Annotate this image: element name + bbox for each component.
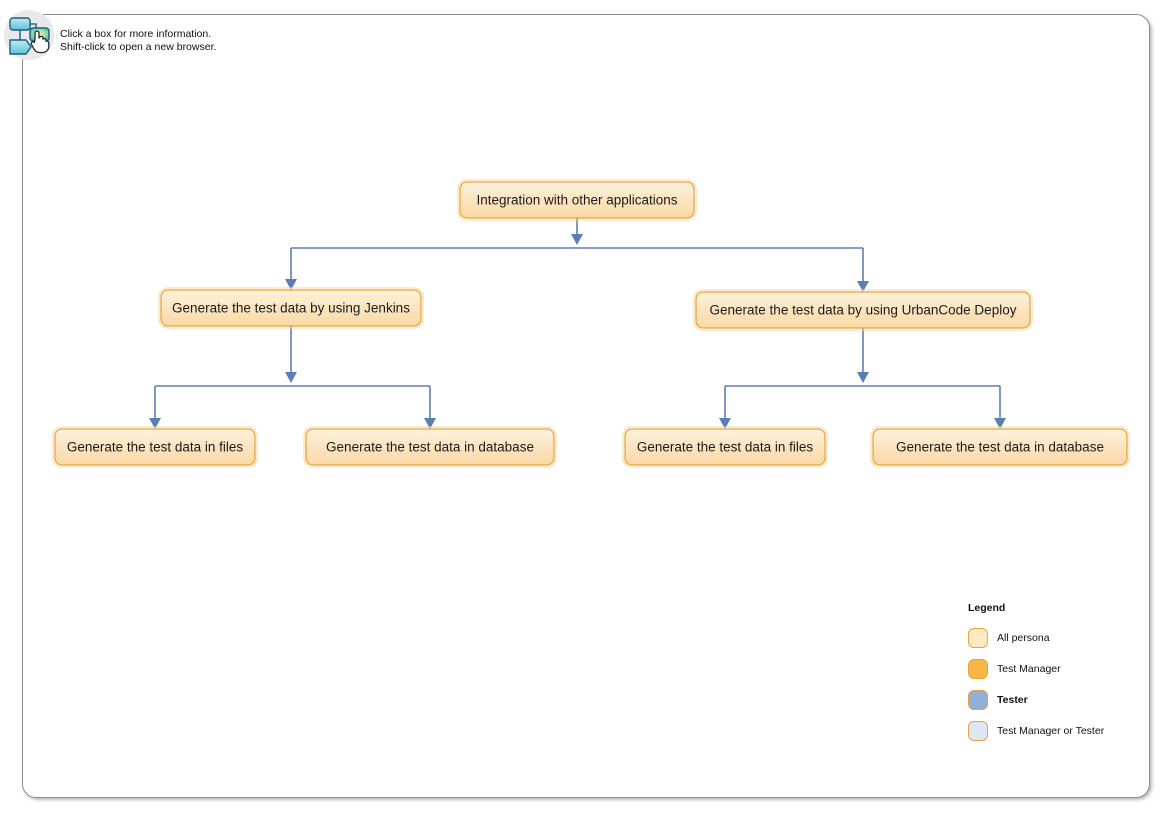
node-urbancode[interactable]: Generate the test data by using UrbanCod… — [693, 289, 1033, 331]
legend-item-tester: Tester — [968, 689, 1148, 711]
legend-item-test-manager: Test Manager — [968, 658, 1148, 680]
node-root[interactable]: Integration with other applications — [457, 179, 697, 221]
node-label: Generate the test data in files — [637, 440, 814, 455]
connector-group — [149, 218, 1006, 429]
hint-line-2: Shift-click to open a new browser. — [60, 41, 217, 53]
legend-item-all-persona: All persona — [968, 627, 1148, 649]
node-database-left[interactable]: Generate the test data in database — [303, 426, 557, 468]
node-files-right[interactable]: Generate the test data in files — [622, 426, 828, 468]
legend-swatch-tester — [968, 690, 988, 710]
hint-text: Click a box for more information. Shift-… — [60, 28, 216, 54]
legend-label: Test Manager or Tester — [997, 725, 1105, 737]
legend-title: Legend — [968, 602, 1006, 614]
edge-jenkins-to-children — [149, 326, 436, 429]
node-jenkins[interactable]: Generate the test data by using Jenkins — [158, 287, 424, 329]
node-label: Generate the test data by using Jenkins — [172, 301, 410, 316]
legend-label: Test Manager — [997, 663, 1061, 675]
node-label: Generate the test data in files — [67, 440, 244, 455]
diagram-canvas-frame — [22, 14, 1150, 798]
diagram-click-icon[interactable] — [4, 10, 56, 62]
legend-label: Tester — [997, 694, 1028, 706]
node-database-right[interactable]: Generate the test data in database — [870, 426, 1130, 468]
edge-root-to-level2 — [285, 218, 869, 292]
hint-bar: Click a box for more information. Shift-… — [0, 8, 260, 60]
node-files-left[interactable]: Generate the test data in files — [52, 426, 258, 468]
node-label: Generate the test data by using UrbanCod… — [710, 303, 1017, 318]
legend-swatch-all-persona — [968, 628, 988, 648]
edge-urbancode-to-children — [719, 328, 1006, 429]
node-label: Generate the test data in database — [326, 440, 534, 455]
legend-label: All persona — [997, 632, 1050, 644]
node-label: Generate the test data in database — [896, 440, 1104, 455]
hint-line-1: Click a box for more information. — [60, 28, 212, 40]
legend-swatch-test-manager — [968, 659, 988, 679]
legend-item-test-manager-or-tester: Test Manager or Tester — [968, 720, 1148, 742]
legend-swatch-test-manager-or-tester — [968, 721, 988, 741]
node-label: Integration with other applications — [476, 193, 677, 208]
legend: Legend All persona Test Manager Tester T… — [968, 602, 1148, 751]
